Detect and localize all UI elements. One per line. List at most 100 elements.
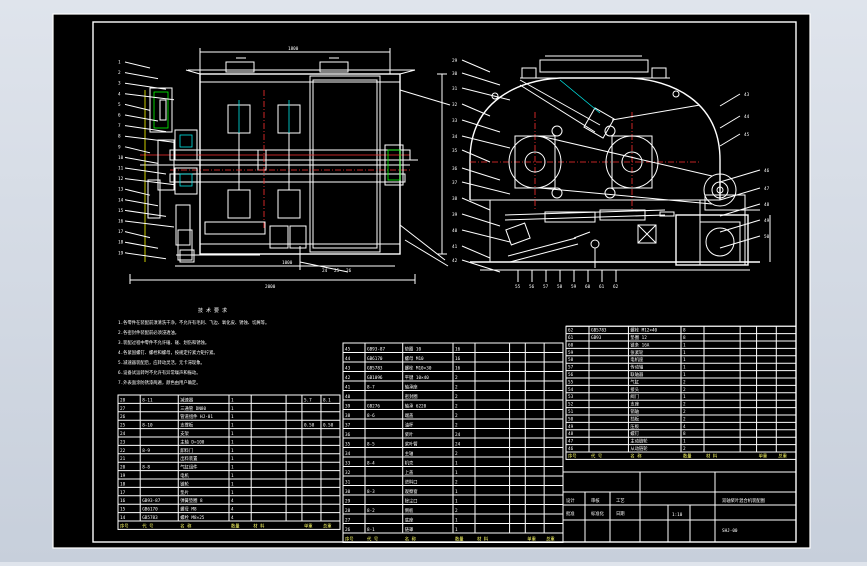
part-label-right: 31	[452, 86, 458, 92]
bom-cell: 1	[231, 423, 234, 429]
bom-cell: 气缸组件	[180, 464, 198, 471]
bom-cell: 0.58	[323, 423, 334, 429]
bom-header-cell: 代 号	[142, 522, 153, 529]
bom-cell: 39	[345, 404, 351, 410]
bom-cell: 19	[120, 473, 126, 479]
part-label-right: 49	[764, 218, 770, 224]
note-line: 5.减速器装配后，应转动灵活，无卡滞现象。	[118, 359, 205, 366]
bom-cell: 底座	[405, 517, 414, 524]
part-label-bottom: 24	[322, 268, 328, 274]
bom-cell: 1	[231, 465, 234, 471]
bom-cell: 观察窗	[405, 488, 418, 495]
bom-cell: 1	[231, 431, 234, 437]
bom-cell: 管道组件 HJ-01	[180, 413, 213, 420]
title-label: 工艺	[616, 498, 625, 504]
dim-overall-width: 2000	[265, 284, 276, 290]
part-label-right: 50	[764, 234, 770, 240]
bom-cell: 8-11	[142, 397, 153, 403]
bom-cell: GB93-87	[142, 498, 161, 504]
bom-cell: 60	[568, 342, 574, 348]
bom-cell: 电机座	[630, 356, 644, 363]
leader-line	[124, 220, 175, 228]
bom-cell: 2	[683, 409, 686, 415]
bom-cell: 4	[683, 424, 686, 430]
bom-cell: 除尘口	[405, 498, 418, 505]
part-label-right: 44	[744, 114, 750, 120]
side-view: 1800	[118, 46, 451, 290]
part-label-bottom: 26	[346, 268, 352, 274]
leader-line	[124, 241, 159, 249]
bom-header-cell: 代 号	[591, 452, 602, 459]
bom-cell: 8-3	[367, 489, 375, 495]
part-label-left: 6	[118, 113, 121, 119]
part-label-bottom: 25	[334, 268, 340, 274]
bom-cell: 53	[568, 394, 574, 400]
bom-cell: 1	[231, 481, 234, 487]
bom-cell: 34	[345, 451, 351, 457]
part-label-bottom: 60	[585, 284, 591, 290]
part-label-right: 45	[744, 132, 750, 138]
bom-cell: 1	[455, 518, 458, 524]
bom-cell: 22	[120, 448, 126, 454]
bom-cell: 23	[120, 439, 126, 445]
bom-cell: 0.58	[304, 423, 315, 429]
part-label-left: 2	[118, 70, 121, 76]
bom-header-cell: 材 料	[477, 536, 489, 543]
part-label-right: 42	[452, 258, 458, 264]
part-label-right: 37	[452, 180, 458, 186]
bom-cell: 28	[120, 397, 126, 403]
bom-cell: 25	[120, 423, 126, 429]
bom-cell: 张紧轮	[630, 349, 644, 356]
bom-cell: 1	[683, 439, 686, 445]
bom-cell: 三通管 DN80	[180, 405, 206, 412]
bom-cell: 24	[120, 431, 126, 437]
part-label-left: 15	[118, 208, 124, 214]
bom-cell: 主轴 D=100	[180, 438, 205, 445]
leader-line	[461, 149, 491, 163]
bom-cell: 1	[455, 489, 458, 495]
bom-cell: 1	[231, 448, 234, 454]
notes-title: 技 术 要 求	[198, 307, 227, 314]
bom-cell: 2	[455, 413, 458, 419]
bom-cell: 8-1	[367, 527, 375, 533]
bom-cell: 14	[120, 515, 126, 521]
part-label-right: 35	[452, 148, 458, 154]
leader-line	[719, 93, 741, 107]
bom-cell: 8	[683, 431, 686, 437]
note-line: 1.各零件在装配前须清洗干净，不允许有毛刺、飞边、氧化皮、锈蚀、切屑等。	[118, 319, 269, 326]
title-label: 日期	[616, 511, 625, 517]
bom-cell: 8	[683, 328, 686, 334]
bom-cell: 4	[231, 515, 234, 521]
title-block: 双轴桨叶混合机装配图 SHJ-00 1:10 设计审核工艺批准标准化日期	[562, 471, 797, 543]
bom-cell: 8-5	[367, 442, 375, 448]
bom-cell: 5.7	[304, 397, 312, 403]
bom-cell: 传动轴	[630, 364, 643, 371]
bom-cell: 31	[345, 480, 351, 486]
bom-header-cell: 名 称	[630, 452, 642, 459]
bom-cell: 桨叶臂	[405, 441, 419, 448]
bom-cell: 62	[568, 328, 574, 334]
bom-cell: 2	[683, 416, 686, 422]
bom-cell: 8-8	[142, 465, 150, 471]
bom-cell: 4	[231, 498, 234, 504]
note-line: 3.装配过程中零件不允许磕、碰、划伤和锈蚀。	[118, 339, 209, 346]
bom-cell: 1	[231, 473, 234, 479]
bom-cell: 17	[120, 490, 126, 496]
leader-line	[461, 181, 511, 195]
bom-cell: 卸料门	[180, 447, 193, 454]
bom-cell: 轴承座	[405, 384, 419, 391]
bom-cell: 压板	[630, 423, 639, 430]
sheet-background	[52, 13, 811, 549]
bom-cell: 37	[345, 423, 351, 429]
bom-cell: GB1096	[367, 375, 383, 381]
bom-cell: 46	[568, 446, 574, 452]
dim-top-width: 1800	[288, 46, 299, 52]
bom-cell: 1	[683, 365, 686, 371]
leader-line	[124, 114, 159, 122]
leader-line	[719, 219, 761, 233]
leader-line	[124, 82, 167, 90]
bom-cell: 8-7	[367, 385, 375, 391]
bom-cell: 1	[231, 456, 234, 462]
part-label-right: 48	[764, 202, 770, 208]
bom-cell: 43	[345, 366, 351, 372]
